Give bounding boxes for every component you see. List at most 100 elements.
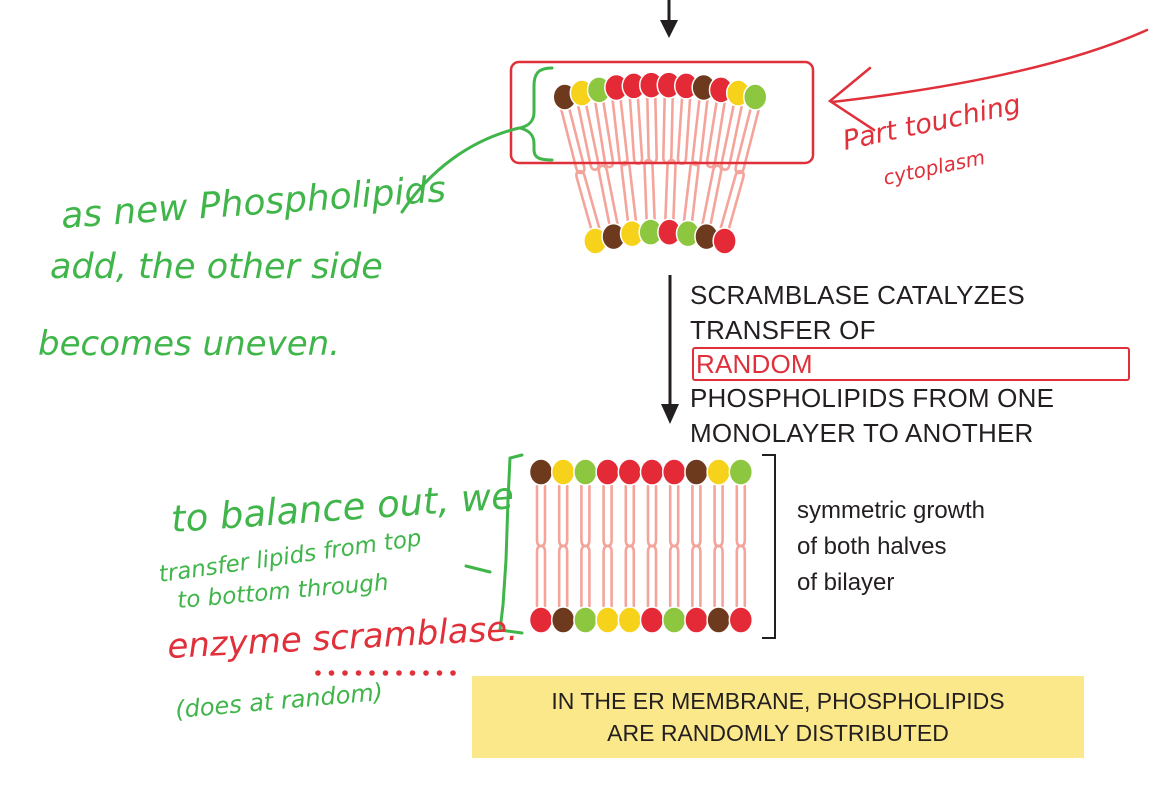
flat-top-head-6 xyxy=(661,458,687,486)
annotation-does-random: (does at random) xyxy=(174,678,384,724)
symmetric-growth-label: symmetric growth of both halves of bilay… xyxy=(797,493,985,601)
curved-top-tail-group-8 xyxy=(691,97,709,167)
flat-bottom-tail-2 xyxy=(580,544,591,608)
curved-top-tail-4 xyxy=(628,96,644,166)
flat-top-tail-3 xyxy=(602,484,613,548)
annotation-uneven: becomes uneven. xyxy=(38,324,340,364)
flat-bottom-head-9 xyxy=(728,606,754,634)
flat-top-tail-9 xyxy=(735,484,747,548)
curved-bottom-tail-group-3 xyxy=(643,158,656,222)
right-bracket xyxy=(762,454,776,639)
flat-bottom-tail-0 xyxy=(535,544,547,608)
curved-top-tail-7 xyxy=(676,96,692,166)
red-dot-3 xyxy=(355,670,362,676)
flat-top-tail-5 xyxy=(646,484,658,548)
flat-lipid-tails xyxy=(535,484,747,608)
flat-top-tail-0 xyxy=(535,484,547,548)
flat-bottom-head-7 xyxy=(684,606,709,634)
curved-top-tail-6 xyxy=(662,95,675,165)
red-dot-8 xyxy=(423,670,429,676)
flat-top-head-1 xyxy=(550,458,576,486)
red-dot-1 xyxy=(328,670,335,676)
flat-top-head-0 xyxy=(528,458,554,486)
conclusion-line-2: ARE RANDOMLY DISTRIBUTED xyxy=(607,720,949,746)
side-label-line-1: symmetric growth xyxy=(797,497,986,524)
step-line-3: PHOSPHOLIPIDS FROM ONE xyxy=(690,383,1055,413)
curved-top-tail-group-0 xyxy=(560,106,586,175)
curved-top-tail-1 xyxy=(576,102,600,172)
annotation-enzyme: enzyme scramblase. xyxy=(166,609,519,667)
step-line-1: SCRAMBLASE CATALYZES xyxy=(690,280,1025,310)
red-dot-7 xyxy=(409,670,416,676)
flat-top-tail-4 xyxy=(624,484,636,548)
flat-top-tail-8 xyxy=(713,484,724,548)
random-highlight: RANDOM xyxy=(692,347,1130,381)
curved-bottom-tail-0 xyxy=(575,169,601,232)
curved-top-tail-3 xyxy=(611,97,629,167)
curved-bottom-heads xyxy=(583,218,737,255)
flat-top-head-8 xyxy=(706,458,731,486)
red-dot-5 xyxy=(382,670,389,676)
curved-top-tail-10 xyxy=(720,102,744,172)
red-dot-10 xyxy=(450,670,456,676)
red-dotted-underline xyxy=(315,670,456,676)
curved-top-heads xyxy=(552,71,768,111)
annotation-new-phospholipids: as new Phospholipids xyxy=(60,169,447,237)
flat-top-tail-6 xyxy=(668,484,680,548)
curved-top-tail-group-3 xyxy=(611,97,629,167)
flat-bottom-head-3 xyxy=(595,606,620,634)
flat-bottom-head-8 xyxy=(706,606,731,634)
curved-bottom-tail-6 xyxy=(701,164,723,227)
curved-bottom-tail-group-4 xyxy=(664,158,677,222)
curved-top-tail-group-11 xyxy=(734,106,760,175)
flat-bottom-tail-1 xyxy=(557,544,569,608)
curved-top-tail-group-6 xyxy=(662,95,675,165)
green-brace-top xyxy=(400,66,554,214)
red-dot-0 xyxy=(315,670,321,676)
red-dot-2 xyxy=(342,670,348,676)
curved-top-tail-group-7 xyxy=(676,96,692,166)
flat-top-head-7 xyxy=(684,458,709,486)
flat-bottom-head-2 xyxy=(573,606,598,634)
red-dot-9 xyxy=(436,670,443,676)
flat-top-tail-7 xyxy=(691,484,702,548)
step-line-2-prefix: TRANSFER OF xyxy=(690,314,876,345)
scramblase-step-text: SCRAMBLASE CATALYZES TRANSFER OF RANDOM … xyxy=(690,278,1130,450)
curved-top-tail-8 xyxy=(691,97,709,167)
step-line-4: MONOLAYER TO ANOTHER xyxy=(690,417,1034,448)
curved-bottom-tail-group-1 xyxy=(597,164,619,227)
flat-top-head-4 xyxy=(617,458,643,486)
cytoplasm-highlight-box xyxy=(509,60,815,165)
annotation-part-touching: Part touching xyxy=(840,89,1024,157)
curved-top-tail-group-1 xyxy=(576,102,600,172)
flat-top-head-9 xyxy=(728,458,754,486)
flat-top-head-5 xyxy=(639,458,665,486)
annotation-other-side: add, the other side xyxy=(50,247,383,287)
flat-bottom-tail-9 xyxy=(735,544,747,608)
red-dot-6 xyxy=(396,670,402,676)
curved-bottom-tail-5 xyxy=(682,160,700,224)
middle-arrow xyxy=(661,275,679,424)
flat-top-heads xyxy=(528,458,754,486)
curved-bottom-tail-group-2 xyxy=(620,160,638,224)
curved-bottom-tail-group-5 xyxy=(682,160,700,224)
curved-top-head-11 xyxy=(743,83,768,111)
er-membrane-conclusion-box: IN THE ER MEMBRANE, PHOSPHOLIPIDS ARE RA… xyxy=(472,676,1084,758)
curved-bottom-tail-7 xyxy=(719,169,745,232)
curved-top-tail-11 xyxy=(734,106,760,175)
flat-bottom-tail-5 xyxy=(646,544,658,608)
flat-bilayer xyxy=(528,458,754,634)
step-line-2: TRANSFER OF RANDOM xyxy=(690,313,1130,381)
conclusion-line-1: IN THE ER MEMBRANE, PHOSPHOLIPIDS xyxy=(551,688,1005,714)
annotation-cytoplasm: cytoplasm xyxy=(881,145,987,190)
side-label-line-2: of both halves xyxy=(797,533,947,560)
flat-top-tail-2 xyxy=(580,484,591,548)
curved-bottom-tail-group-7 xyxy=(719,169,745,232)
annotation-balance: to balance out, we xyxy=(170,474,516,541)
curved-bottom-head-7 xyxy=(712,227,737,255)
flat-bottom-tail-8 xyxy=(713,544,724,608)
curved-top-tail-0 xyxy=(560,106,586,175)
curved-bottom-tail-4 xyxy=(664,158,677,222)
